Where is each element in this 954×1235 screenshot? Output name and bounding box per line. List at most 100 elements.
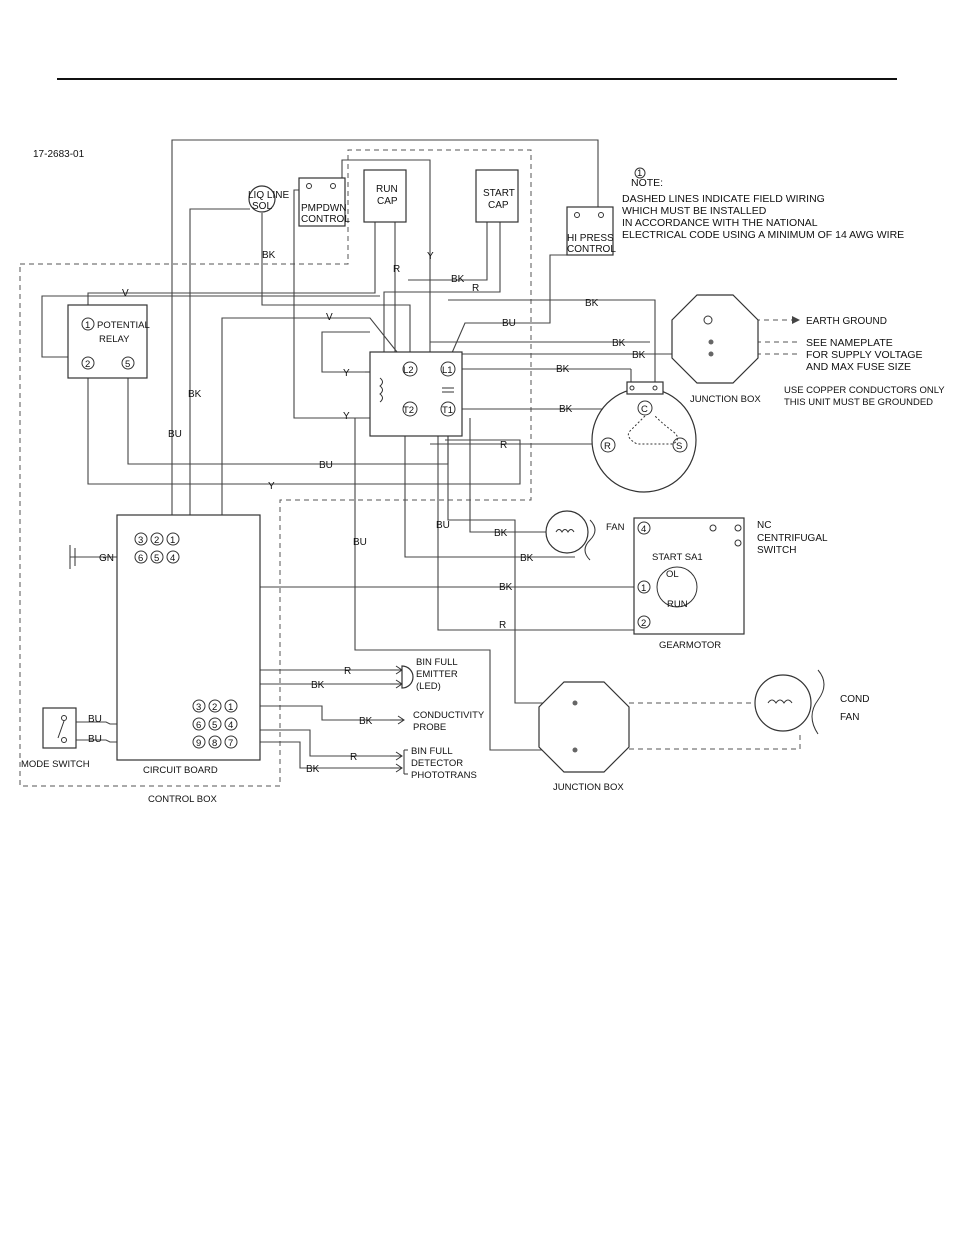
- svg-text:2: 2: [85, 359, 90, 370]
- svg-text:BK: BK: [499, 582, 513, 593]
- note-line-4: ELECTRICAL CODE USING A MINIMUM OF 14 AW…: [622, 229, 904, 241]
- svg-text:DETECTOR: DETECTOR: [411, 758, 463, 769]
- fan-motor: FAN: [545, 510, 625, 561]
- note-marker: 1: [637, 168, 642, 179]
- svg-text:COND: COND: [840, 694, 869, 705]
- svg-text:4: 4: [170, 553, 175, 564]
- potential-relay: 1 2 5 POTENTIAL RELAY: [67, 304, 150, 379]
- svg-text:CAP: CAP: [377, 196, 398, 207]
- svg-text:RELAY: RELAY: [99, 334, 130, 345]
- svg-text:BK: BK: [585, 298, 599, 309]
- svg-text:BIN FULL: BIN FULL: [411, 746, 453, 757]
- note-line-1: DASHED LINES INDICATE FIELD WIRING: [622, 193, 825, 205]
- svg-text:RUN: RUN: [376, 184, 398, 195]
- svg-text:BK: BK: [451, 274, 465, 285]
- svg-text:V: V: [326, 312, 333, 323]
- svg-text:USE COPPER CONDUCTORS ONLY: USE COPPER CONDUCTORS ONLY: [784, 385, 945, 396]
- svg-text:BU: BU: [436, 520, 450, 531]
- svg-text:EMITTER: EMITTER: [416, 669, 458, 680]
- svg-text:BU: BU: [319, 460, 333, 471]
- svg-text:5: 5: [154, 553, 159, 564]
- svg-text:T2: T2: [403, 405, 414, 416]
- svg-text:FAN: FAN: [840, 712, 859, 723]
- svg-text:SOL: SOL: [252, 201, 272, 212]
- svg-text:Y: Y: [268, 481, 275, 492]
- svg-text:1: 1: [641, 583, 646, 594]
- svg-text:NC: NC: [757, 520, 771, 531]
- svg-text:BK: BK: [556, 364, 570, 375]
- svg-text:PROBE: PROBE: [413, 722, 446, 733]
- control-box-label: CONTROL BOX: [148, 794, 217, 805]
- pmpdwn-control: PMPDWN CONTROL: [298, 177, 350, 227]
- svg-text:JUNCTION BOX: JUNCTION BOX: [553, 782, 624, 793]
- svg-text:PMPDWN: PMPDWN: [301, 203, 347, 214]
- svg-text:8: 8: [212, 738, 217, 749]
- svg-text:BK: BK: [559, 404, 573, 415]
- note-block: 1 NOTE: DASHED LINES INDICATE FIELD WIRI…: [622, 167, 904, 241]
- svg-text:5: 5: [125, 359, 130, 370]
- run-cap: RUN CAP: [363, 169, 407, 223]
- drawing-number: 17-2683-01: [33, 149, 85, 160]
- svg-text:RUN: RUN: [667, 599, 688, 610]
- svg-text:GEARMOTOR: GEARMOTOR: [659, 640, 721, 651]
- svg-text:CENTRIFUGAL: CENTRIFUGAL: [757, 533, 828, 544]
- svg-text:1: 1: [170, 535, 175, 546]
- svg-text:FOR SUPPLY VOLTAGE: FOR SUPPLY VOLTAGE: [806, 349, 923, 361]
- liq-line-sol: LIQ LINE SOL: [248, 185, 289, 213]
- svg-text:Y: Y: [343, 411, 350, 422]
- board-bottom-terminals: 3 2 1 6 5 4 9 8 7: [192, 699, 238, 749]
- junction-box-top: JUNCTION BOX: [671, 294, 761, 405]
- svg-text:SEE NAMEPLATE: SEE NAMEPLATE: [806, 337, 893, 349]
- svg-text:LIQ LINE: LIQ LINE: [248, 190, 289, 201]
- wire-labels: V BK R Y BK R BK BU V BK BK Y BK BK Y BK…: [88, 250, 646, 775]
- svg-text:POTENTIAL: POTENTIAL: [97, 320, 150, 331]
- svg-text:BU: BU: [168, 429, 182, 440]
- svg-text:THIS UNIT MUST BE GROUNDED: THIS UNIT MUST BE GROUNDED: [784, 397, 933, 408]
- svg-text:T1: T1: [442, 405, 453, 416]
- svg-text:CONDUCTIVITY: CONDUCTIVITY: [413, 710, 485, 721]
- earth-ground-label: EARTH GROUND: [806, 316, 887, 327]
- svg-text:R: R: [604, 441, 611, 452]
- svg-text:C: C: [641, 404, 648, 415]
- svg-text:R: R: [500, 440, 507, 451]
- svg-text:V: V: [122, 288, 129, 299]
- svg-text:6: 6: [196, 720, 201, 731]
- svg-text:JUNCTION BOX: JUNCTION BOX: [690, 394, 761, 405]
- svg-text:GN: GN: [99, 553, 114, 564]
- svg-text:MODE SWITCH: MODE SWITCH: [21, 759, 90, 770]
- svg-text:START SA1: START SA1: [652, 552, 703, 563]
- svg-text:9: 9: [196, 738, 201, 749]
- svg-text:HI PRESS: HI PRESS: [567, 233, 614, 244]
- mode-switch: MODE SWITCH: [21, 707, 90, 770]
- svg-text:3: 3: [196, 702, 201, 713]
- svg-text:BK: BK: [612, 338, 626, 349]
- svg-text:OL: OL: [666, 569, 679, 580]
- svg-text:R: R: [499, 620, 506, 631]
- svg-text:7: 7: [228, 738, 233, 749]
- cond-fan: COND FAN: [754, 669, 869, 735]
- svg-text:BU: BU: [88, 734, 102, 745]
- svg-text:5: 5: [212, 720, 217, 731]
- svg-text:4: 4: [228, 720, 233, 731]
- svg-text:BIN FULL: BIN FULL: [416, 657, 458, 668]
- start-cap: START CAP: [475, 169, 519, 223]
- svg-text:CIRCUIT BOARD: CIRCUIT BOARD: [143, 765, 218, 776]
- svg-text:1: 1: [85, 320, 90, 331]
- svg-text:L2: L2: [403, 365, 414, 376]
- note-line-2: WHICH MUST BE INSTALLED: [622, 205, 767, 217]
- svg-text:PHOTOTRANS: PHOTOTRANS: [411, 770, 477, 781]
- svg-text:Y: Y: [427, 251, 434, 262]
- svg-text:BK: BK: [359, 716, 373, 727]
- svg-text:BK: BK: [188, 389, 202, 400]
- svg-text:1: 1: [228, 702, 233, 713]
- svg-text:4: 4: [641, 524, 646, 535]
- conductivity-probe: CONDUCTIVITY PROBE: [390, 710, 485, 733]
- svg-text:CONTROL: CONTROL: [301, 214, 350, 225]
- hi-press-control: HI PRESS CONTROL: [566, 206, 616, 256]
- svg-text:(LED): (LED): [416, 681, 441, 692]
- svg-text:L1: L1: [442, 365, 453, 376]
- svg-text:3: 3: [138, 535, 143, 546]
- svg-text:R: R: [350, 752, 357, 763]
- svg-text:CAP: CAP: [488, 200, 509, 211]
